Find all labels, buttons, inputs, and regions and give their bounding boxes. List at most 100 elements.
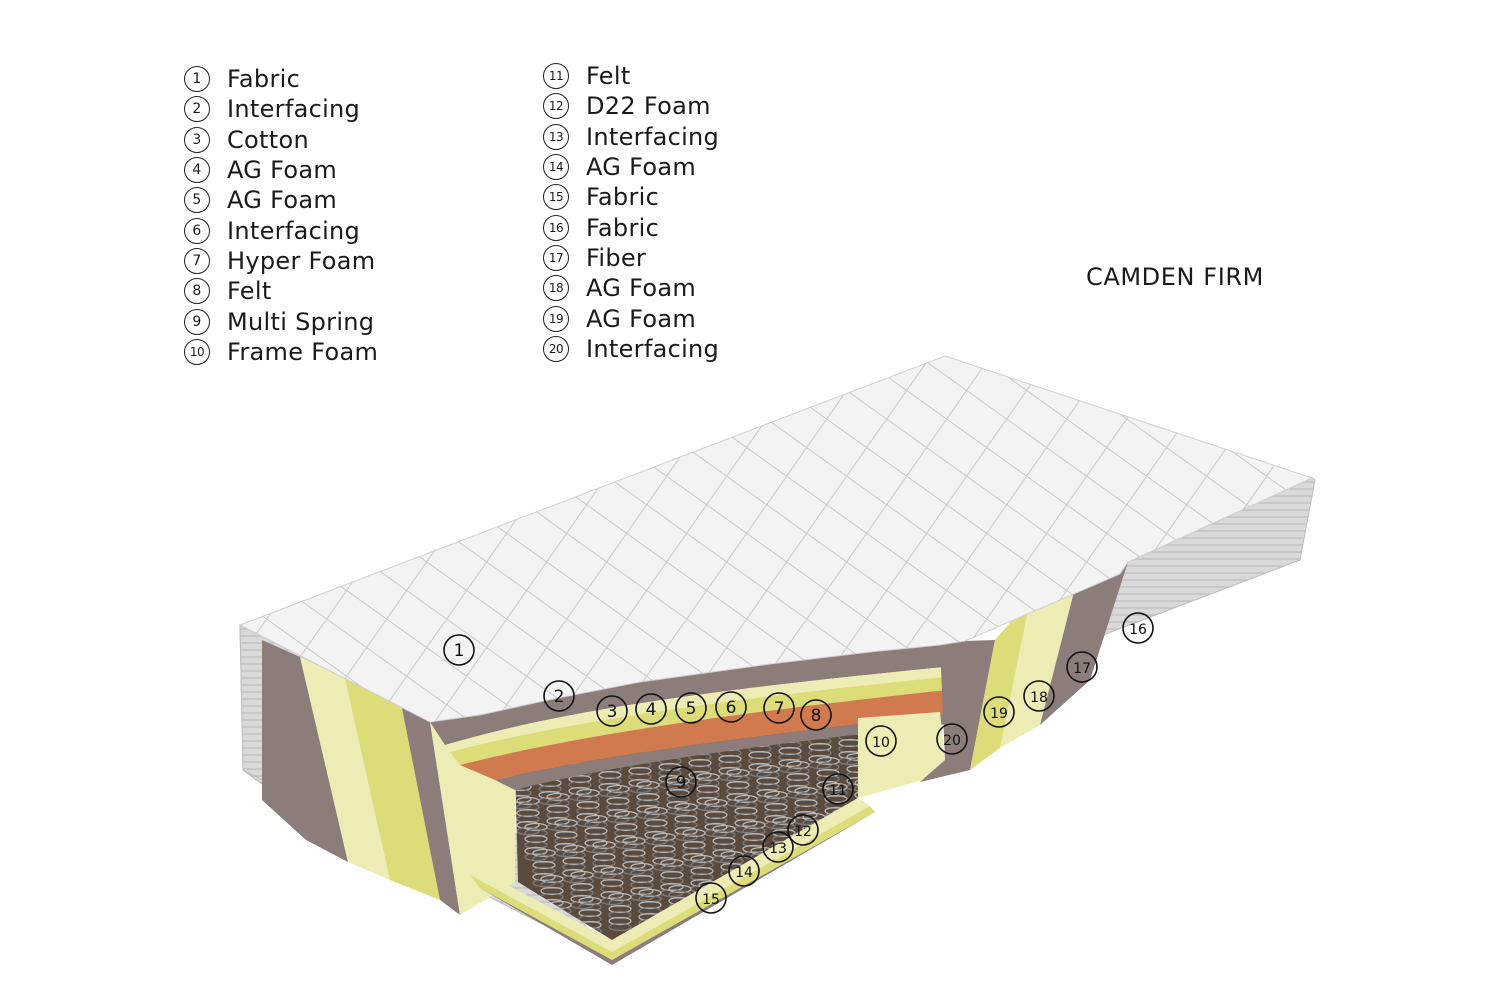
spring-coil: [840, 864, 860, 874]
callout-circle: [865, 725, 897, 757]
spring-coil: [764, 790, 788, 800]
spring-coil: [848, 866, 860, 876]
spring-coil: [720, 850, 744, 860]
product-title: CAMDEN FIRM: [1086, 263, 1264, 291]
spring-coil: [540, 874, 564, 884]
spring-coil: [622, 854, 646, 864]
callout-number: 14: [735, 865, 753, 881]
quilt-line: [240, 356, 1312, 722]
callout-circle: [1066, 651, 1098, 683]
callout-number: 10: [872, 735, 890, 751]
callout-circle: [763, 692, 795, 724]
spring-coil: [614, 828, 638, 838]
spring-coil: [818, 864, 842, 874]
spring-coil: [524, 828, 548, 838]
spring-coil: [726, 768, 750, 778]
spring-coil: [570, 870, 594, 880]
spring-coil: [666, 800, 690, 810]
callout-circle: [787, 814, 819, 846]
spring-coil: [748, 756, 772, 766]
spring-coil: [614, 816, 638, 826]
callout-number: 7: [774, 699, 785, 719]
spring-coil: [644, 806, 668, 816]
right-cut-cream-18: [1000, 582, 1075, 748]
spring-coil: [720, 856, 744, 866]
callout-2: 2: [543, 680, 575, 712]
quilt-line: [240, 356, 281, 722]
quilt-line: [419, 356, 1121, 722]
spring-coil: [848, 872, 860, 882]
spring-coil: [606, 796, 630, 806]
spring-coil: [644, 812, 668, 822]
spring-coil: [600, 890, 624, 900]
spring-coil: [600, 884, 624, 894]
legend-label: D22 Foam: [586, 92, 711, 121]
spring-coil: [690, 854, 714, 864]
spring-coil: [578, 896, 602, 906]
callout-3: 3: [596, 695, 628, 727]
spring-coil: [879, 870, 901, 877]
spring-coil: [818, 894, 842, 904]
callout-7: 7: [763, 692, 795, 724]
quilt-line: [719, 356, 1312, 722]
quilt-line: [240, 356, 381, 722]
spring-coil: [848, 860, 860, 870]
spring-coil: [690, 860, 714, 870]
spring-coil: [726, 792, 750, 802]
quilt-line: [240, 356, 341, 722]
spring-coil: [568, 786, 592, 796]
spring-coil: [764, 814, 788, 824]
callout-8: 8: [800, 699, 832, 731]
callout-circle: [800, 699, 832, 731]
spring-coil: [682, 828, 706, 838]
spring-coil: [704, 810, 728, 820]
quilt-line: [0, 0, 200, 1000]
spring-coil: [630, 886, 654, 896]
callout-15: 15: [695, 882, 727, 914]
legend-label: Multi Spring: [227, 307, 375, 336]
legend-label: Interfacing: [227, 216, 361, 245]
spring-coil: [712, 848, 736, 858]
spring-coil: [690, 872, 714, 882]
spring-coil: [630, 880, 654, 890]
spring-coil: [704, 804, 728, 814]
spring-coil: [879, 876, 901, 883]
spring-coil: [772, 822, 796, 832]
callout-16: 16: [1122, 612, 1154, 644]
spring-coil: [794, 804, 818, 814]
callout-circle: [543, 680, 575, 712]
spring-coil: [636, 798, 660, 808]
spring-coil: [742, 844, 766, 854]
callout-circle: [983, 696, 1015, 728]
spring-coil: [704, 822, 728, 832]
callout-number: 1: [454, 641, 465, 661]
spring-coil: [546, 792, 570, 802]
spring-coil: [748, 762, 772, 772]
spring-coil: [758, 884, 782, 894]
spring-coil: [756, 764, 780, 774]
spring-coil: [562, 856, 586, 866]
spring-coil: [622, 848, 646, 858]
spring-coil: [608, 904, 632, 914]
spring-coil: [840, 852, 860, 862]
callout-number: 15: [702, 892, 720, 908]
callout-19: 19: [983, 696, 1015, 728]
legend-number: 2: [184, 96, 210, 123]
spring-coil: [734, 794, 758, 804]
spring-coil: [848, 884, 860, 894]
spring-coil: [824, 782, 848, 792]
callout-circle: [936, 723, 968, 755]
spring-coil: [630, 874, 654, 884]
legend-label: Fabric: [586, 213, 660, 242]
spring-coil: [638, 894, 662, 904]
quilt-line: [659, 356, 1312, 722]
spring-coil: [863, 818, 885, 825]
spring-coil: [696, 790, 720, 800]
spring-coil: [871, 844, 893, 851]
